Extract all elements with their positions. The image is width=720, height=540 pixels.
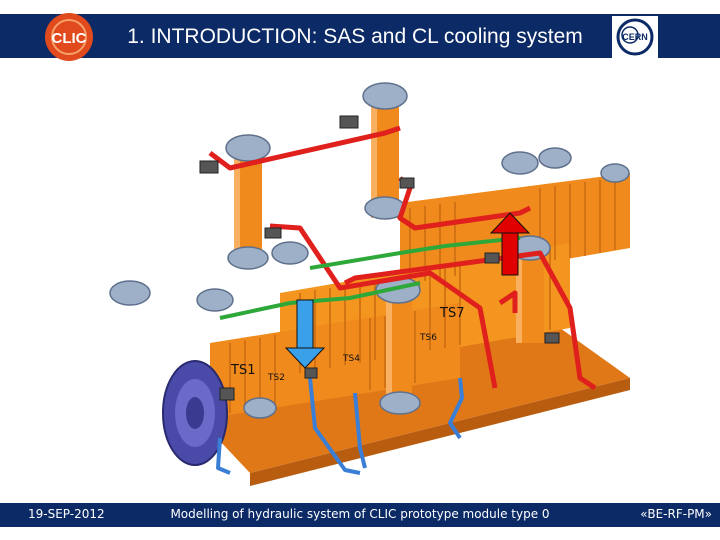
cold-inlet-arrow	[284, 299, 326, 369]
valves	[199, 115, 560, 401]
sensor-label-ts1: TS1	[230, 363, 255, 378]
frame-base-edge	[250, 378, 630, 486]
hot-water-pipes	[208, 125, 597, 391]
flanges	[109, 82, 630, 419]
end-flange	[162, 360, 228, 466]
sensor-label-ts7: TS7	[439, 306, 464, 321]
footer-date: 19-SEP-2012	[28, 507, 105, 521]
clic-logo-text: CLIC	[52, 30, 87, 47]
footer-title: Modelling of hydraulic system of CLIC pr…	[170, 507, 550, 521]
clic-logo: CLIC	[45, 13, 93, 61]
sensor-label-ts4: TS4	[342, 354, 360, 364]
cern-logo-text: CERN	[622, 32, 648, 42]
header-bar	[0, 14, 720, 58]
sensor-label-ts6: TS6	[419, 333, 437, 343]
cooling-system-figure: TS1 TS2 TS4 TS6 TS7	[109, 82, 630, 486]
green-pipes	[219, 236, 521, 320]
slide-footer: 19-SEP-2012 Modelling of hydraulic syste…	[0, 503, 720, 527]
footer-department: «BE-RF-PM»	[640, 507, 712, 521]
cold-water-pipes	[216, 377, 464, 475]
hot-outlet-arrow	[489, 212, 531, 276]
cern-logo: CERN	[612, 16, 658, 58]
sensor-label-ts2: TS2	[267, 373, 285, 383]
page-title: 1. INTRODUCTION: SAS and CL cooling syst…	[127, 25, 583, 48]
slide-header: CLIC 1. INTRODUCTION: SAS and CL cooling…	[0, 0, 720, 78]
